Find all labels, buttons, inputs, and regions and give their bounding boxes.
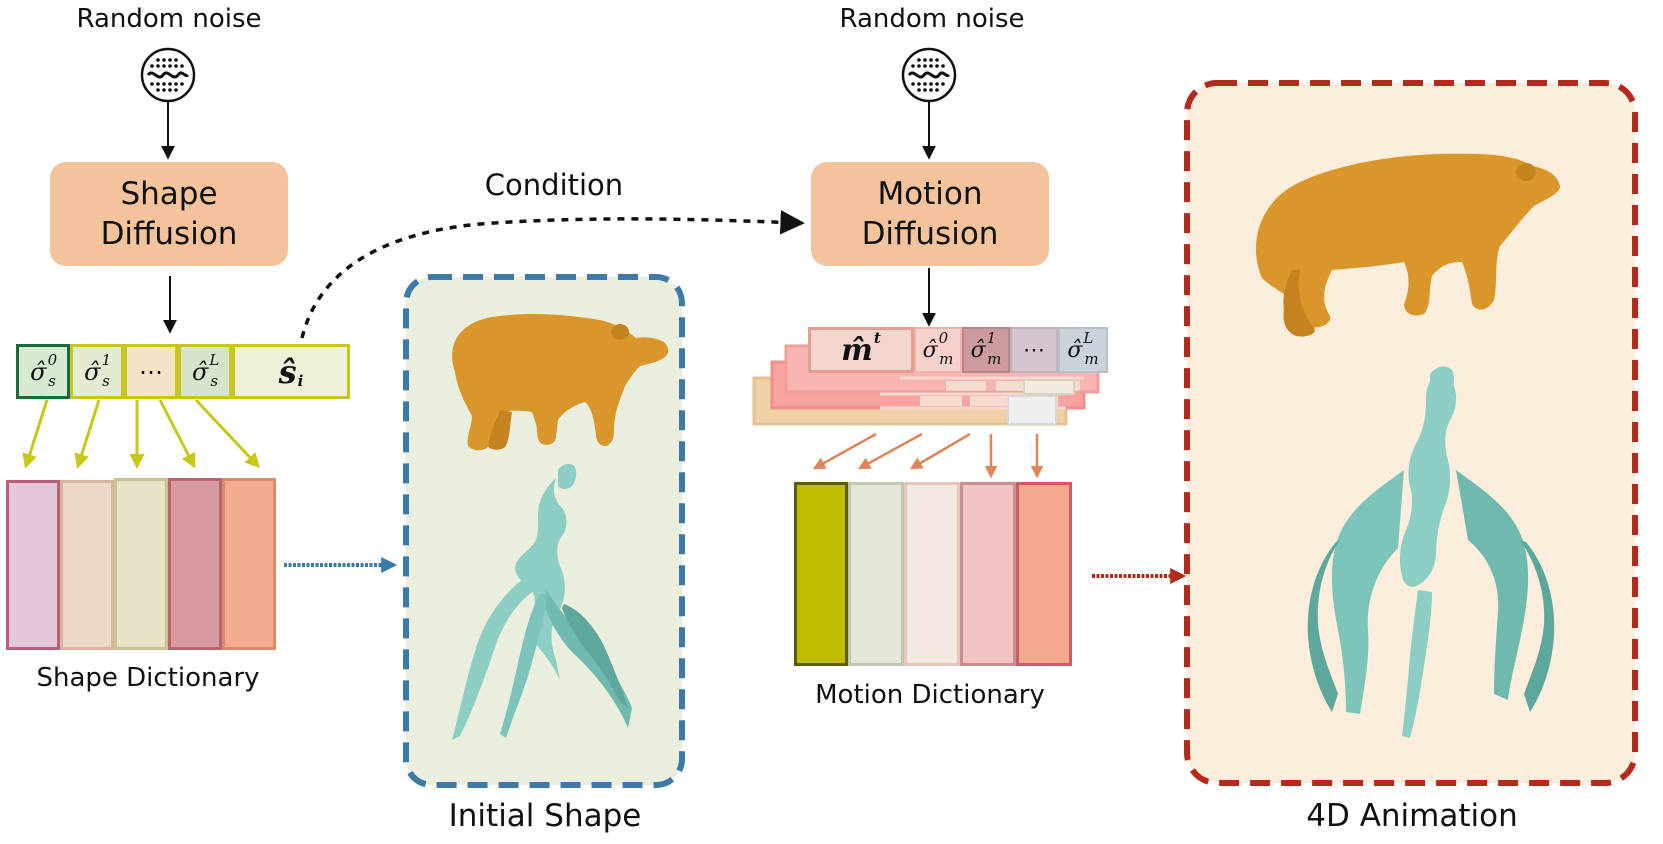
motion-token-dots: ⋯ [1010,327,1058,373]
condition-label: Condition [484,168,624,202]
condition-arrow [300,210,805,339]
token-symbol: σ̂ [191,357,209,386]
noise-icon [901,47,957,103]
noise-icon [140,47,196,103]
dragon-shape [452,463,632,740]
token-subscript: m [939,350,954,368]
motion-dictionary-label: Motion Dictionary [815,680,1045,710]
shape-dictionary-atom [114,478,168,650]
motion-dictionary-atom [904,482,960,666]
token-symbol: σ̂ [84,357,101,386]
token-subscript: m [1084,350,1099,368]
token-superscript: t [873,329,881,347]
bear-shape [452,313,669,451]
motion-latent-token: m̂t [808,327,914,373]
token-superscript: 0 [938,329,949,347]
token-subscript: i [297,371,304,390]
motion-token-sigma-0: σ̂0 m [914,327,962,373]
motion-dictionary-arrows [812,432,1044,479]
motion-dictionary-atom [848,482,904,666]
token-ellipsis: ⋯ [1023,337,1045,363]
initial-shape-label: Initial Shape [448,798,642,834]
motion-dictionary-atom [794,482,848,666]
animation-4d-label: 4D Animation [1306,798,1518,834]
shape-token-sigma-1: σ̂1 s [70,344,124,399]
random-noise-label-right: Random noise [839,4,1025,34]
token-superscript: 1 [101,350,112,369]
motion-dictionary-atom [960,482,1016,666]
token-subscript: s [102,371,110,390]
motion-diffusion-box: Motion Diffusion [811,162,1049,266]
motion-token-sigma-1: σ̂1 m [962,327,1010,373]
shape-dictionary-atom [168,478,222,650]
token-subscript: s [210,371,219,390]
token-symbol: m̂ [841,332,873,368]
token-subscript: m [987,350,1002,368]
shape-dictionary-atom [222,478,276,650]
token-symbol: ŝ [278,352,297,391]
token-superscript: 0 [47,350,58,369]
token-symbol: σ̂ [922,337,938,363]
shape-dictionary-label: Shape Dictionary [36,663,260,693]
dragon-animated [1307,366,1555,738]
token-superscript: 1 [986,329,997,347]
token-symbol: σ̂ [1067,337,1083,363]
bear-animated [1255,153,1560,337]
token-symbol: σ̂ [970,337,986,363]
shape-token-dots: ⋯ [124,344,178,399]
shape-token-sigma-0: σ̂0 s [16,344,70,399]
shape-dictionary-atom [60,480,114,650]
shape-dictionary-arrows [22,398,261,469]
token-ellipsis: ⋯ [139,357,163,386]
token-subscript: s [48,371,56,390]
token-symbol: σ̂ [30,357,47,386]
shape-dictionary-atom [6,480,60,650]
random-noise-label-left: Random noise [76,4,262,34]
token-superscript: L [209,350,220,369]
shape-diffusion-box: Shape Diffusion [50,162,288,266]
motion-dictionary-atom [1016,482,1072,666]
token-superscript: L [1083,329,1094,347]
